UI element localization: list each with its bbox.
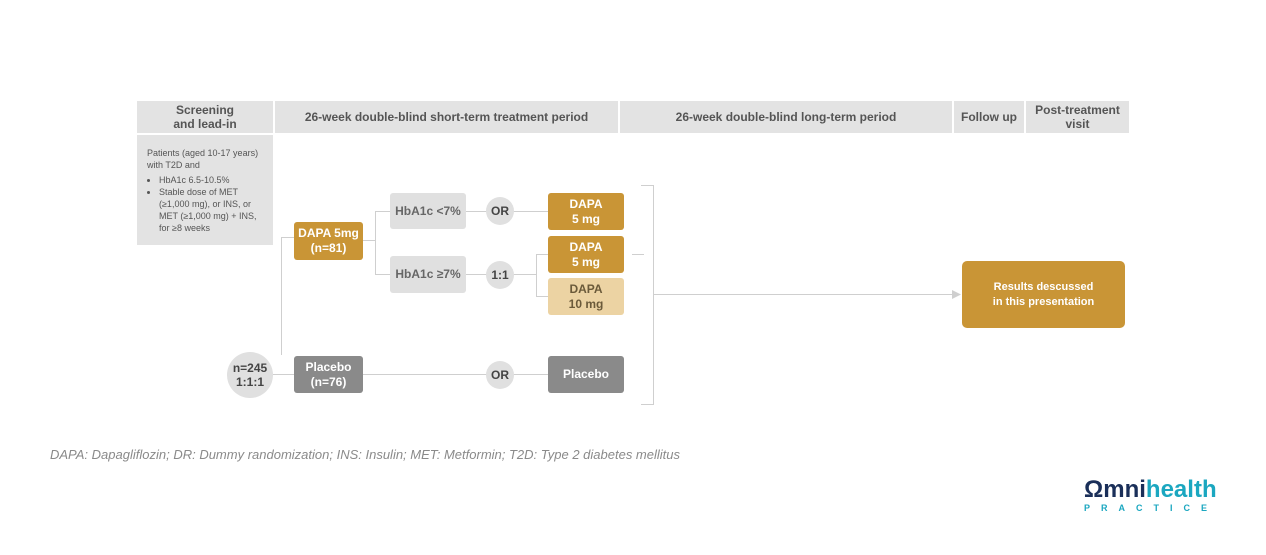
connector-line [536, 296, 548, 297]
dapa-5mg-top-box: DAPA 5 mg [548, 193, 624, 230]
dapa-5mg-arm-box: DAPA 5mg (n=81) [294, 222, 363, 260]
arrow-head-icon [952, 290, 961, 299]
footnote: DAPA: Dapagliflozin; DR: Dummy randomiza… [50, 447, 680, 462]
connector-line [363, 374, 548, 375]
logo-omni-text: Ωmni [1084, 476, 1146, 503]
criteria-item: Stable dose of MET (≥1,000 mg), or INS, … [159, 186, 265, 234]
ratio-circle: 1:1 [486, 261, 514, 289]
dapa-5mg-mid-box: DAPA 5 mg [548, 236, 624, 273]
header-short-term: 26-week double-blind short-term treatmen… [275, 101, 618, 133]
connector-line [375, 211, 376, 274]
logo-subtitle: PRACTICE [1084, 503, 1219, 513]
omnihealth-logo: Ωmnihealth PRACTICE [1084, 476, 1224, 516]
header-long-term: 26-week double-blind long-term period [620, 101, 952, 133]
placebo-arm-box: Placebo (n=76) [294, 356, 363, 393]
criteria-item: HbA1c 6.5-10.5% [159, 174, 265, 186]
patients-criteria-list: HbA1c 6.5-10.5% Stable dose of MET (≥1,0… [147, 174, 265, 234]
connector-line [375, 211, 390, 212]
logo-wordmark: Ωmnihealth [1084, 476, 1224, 504]
connector-line [536, 254, 537, 296]
connector-line [375, 274, 390, 275]
or-top-circle: OR [486, 197, 514, 225]
connector-line [281, 237, 282, 355]
bracket-line [632, 254, 644, 255]
header-post-treatment: Post-treatment visit [1026, 101, 1129, 133]
dapa-10mg-box: DAPA 10 mg [548, 278, 624, 315]
results-box: Results descussed in this presentation [962, 261, 1125, 328]
bracket-line [641, 185, 653, 186]
connector-line [536, 254, 548, 255]
patients-criteria-box: Patients (aged 10-17 years) with T2D and… [137, 135, 273, 245]
connector-line [363, 240, 375, 241]
connector-line [273, 374, 295, 375]
randomization-circle: n=245 1:1:1 [227, 352, 273, 398]
hba1c-high-box: HbA1c ≥7% [390, 256, 466, 293]
arrow-line [654, 294, 954, 295]
placebo-outcome-box: Placebo [548, 356, 624, 393]
or-bottom-circle: OR [486, 361, 514, 389]
connector-line [281, 237, 294, 238]
header-screening: Screening and lead-in [137, 101, 273, 133]
bracket-line [653, 185, 654, 405]
hba1c-low-box: HbA1c <7% [390, 193, 466, 229]
logo-health-text: health [1145, 476, 1217, 503]
header-follow-up: Follow up [954, 101, 1024, 133]
patients-intro: Patients (aged 10-17 years) with T2D and [147, 148, 259, 170]
bracket-line [641, 404, 653, 405]
